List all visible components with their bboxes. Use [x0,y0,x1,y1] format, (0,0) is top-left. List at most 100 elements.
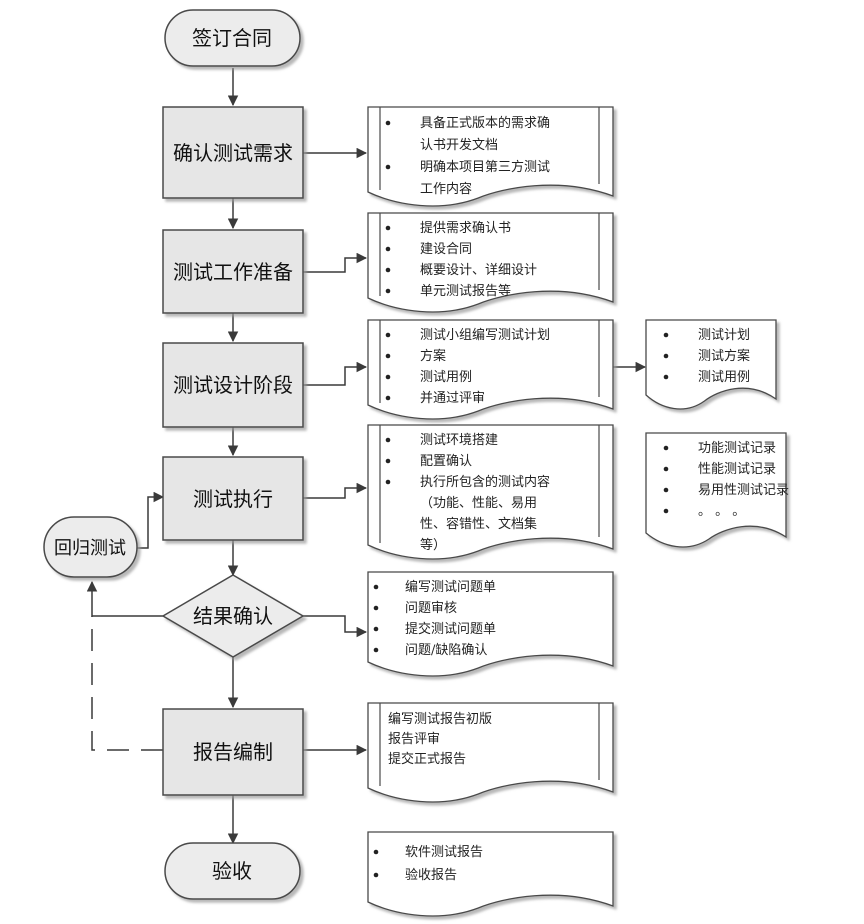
note-line: 提交测试问题单 [405,621,496,637]
note-shape [645,319,777,410]
bullet-dot [385,353,391,359]
note-line: 执行所包含的测试内容 [420,474,550,490]
note-line: 等） [420,537,446,553]
node-report-label: 报告编制 [193,740,273,764]
bullet-dot [373,584,379,590]
arrow-prep-to-note [303,252,368,273]
bullet-dot [663,374,669,380]
arrow-result-to-regression [86,580,165,617]
node-report: 报告编制 [162,708,304,796]
note-shape [367,106,614,207]
bullet-dot [385,164,391,170]
note-shape [367,571,614,677]
note-shape [367,319,614,420]
node-preparation: 测试工作准备 [162,229,304,314]
note-line: 工作内容 [420,181,472,197]
note-line: 认书开发文档 [420,137,498,153]
node-design: 测试设计阶段 [162,342,304,428]
bullet-dot [373,872,379,878]
bullet-dot [385,437,391,443]
node-design-label: 测试设计阶段 [173,373,293,397]
note-line: 。 。 。 [698,504,745,519]
arrow-exec-to-note [303,482,368,499]
bullet-dot [663,445,669,451]
node-start: 签订合同 [164,9,301,67]
dashed-report-to-loop [91,616,163,751]
arrow-result-to-note [303,615,368,638]
note-line: 易用性测试记录 [698,483,789,498]
bullet-dot [385,332,391,338]
bullet-dot [663,332,669,338]
note-line: 提交正式报告 [388,751,466,767]
bullet-dot [385,458,391,464]
node-regression-label: 回归测试 [54,538,126,559]
node-execution: 测试执行 [162,456,304,541]
note-line: 建设合同 [420,242,472,257]
note-shape [367,702,614,803]
bullet-dot [385,479,391,485]
note-shape [367,212,614,313]
arrow-design-to-note [303,361,368,386]
bullet-dot [663,466,669,472]
note-line: 测试用例 [420,370,472,385]
note-line: 编写测试问题单 [405,580,496,595]
bullet-dot [385,374,391,380]
note-line: （功能、性能、易用 [420,496,537,511]
note-line: 配置确认 [420,454,472,469]
note-line: 功能测试记录 [698,441,776,456]
note-shape [645,432,787,548]
node-start-label: 签订合同 [192,26,272,50]
note-line: 测试计划 [698,328,750,343]
bullet-dot [373,626,379,632]
bullet-dot [663,487,669,493]
bullet-dot [663,353,669,359]
node-acceptance: 验收 [164,842,301,900]
node-preparation-label: 测试工作准备 [173,260,293,284]
note-line: 报告评审 [388,732,440,747]
node-confirm-requirements-label: 确认测试需求 [173,141,293,165]
bullet-dot [385,120,391,126]
arrow-regression-to-exec [137,491,165,549]
node-confirm-requirements: 确认测试需求 [162,106,304,199]
bullet-dot [385,225,391,231]
note-line: 方案 [420,348,446,364]
note-line: 性能测试记录 [698,462,776,477]
note-line: 软件测试报告 [405,845,483,860]
note-line: 并通过评审 [420,391,485,406]
note-line: 具备正式版本的需求确 [420,115,550,131]
note-line: 测试小组编写测试计划 [420,328,550,343]
note-shape [367,424,614,560]
note-line: 明确本项目第三方测试 [420,159,550,175]
note-line: 性、容错性、文档集 [420,516,537,532]
bullet-dot [385,395,391,401]
note-line: 测试环境搭建 [420,432,498,448]
note-shape [367,831,614,917]
bullet-dot [373,849,379,855]
note-line: 单元测试报告等 [420,283,511,299]
node-regression: 回归测试 [43,516,138,578]
bullet-dot [385,246,391,252]
node-execution-label: 测试执行 [193,487,273,511]
note-line: 提供需求确认书 [420,220,511,236]
bullet-dot [373,647,379,653]
note-line: 概要设计、详细设计 [420,263,537,278]
bullet-dot [663,508,669,514]
note-line: 问题审核 [405,601,457,616]
note-line: 编写测试报告初版 [388,712,492,727]
note-line: 问题/缺陷确认 [405,643,487,658]
node-acceptance-label: 验收 [212,859,252,883]
note-line: 验收报告 [405,867,457,883]
bullet-dot [385,267,391,273]
bullet-dot [373,605,379,611]
note-line: 测试方案 [698,348,750,364]
